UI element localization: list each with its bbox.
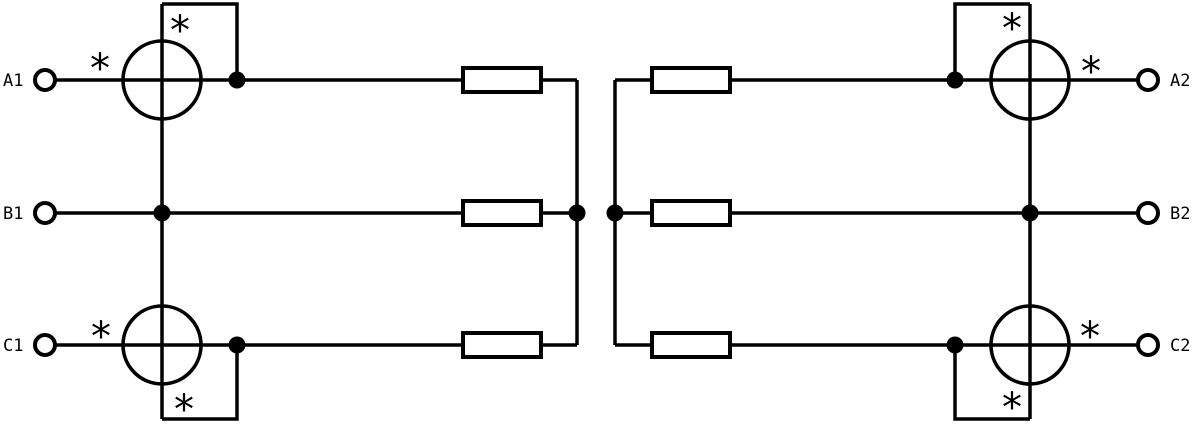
wire-voltage-loop-right-top bbox=[953, 2, 1030, 80]
wire-voltage-loop-right-bottom bbox=[953, 345, 1030, 421]
junction-dot-b2 bbox=[1021, 204, 1039, 222]
load-resistor-right-b bbox=[650, 199, 732, 227]
junction-dot-star-right bbox=[606, 204, 624, 222]
load-resistor-left-a bbox=[461, 66, 543, 94]
junction-dot-c1 bbox=[228, 336, 246, 354]
terminal-a2 bbox=[1136, 68, 1160, 92]
wire-voltage-loop-left-top bbox=[162, 2, 239, 80]
wire-voltage-loop-left-bottom bbox=[162, 345, 239, 421]
junction-dot-a1 bbox=[228, 71, 246, 89]
wattmeter-right-top-symbol bbox=[989, 39, 1071, 121]
terminal-c2 bbox=[1136, 333, 1160, 357]
wattmeter-right-bottom-symbol bbox=[989, 304, 1071, 386]
polarity-mark-left-bottom-loop: * bbox=[174, 387, 194, 433]
polarity-mark-right-top-loop: * bbox=[1002, 6, 1022, 52]
load-resistor-left-c bbox=[461, 331, 543, 359]
terminal-label-a1: A1 bbox=[3, 71, 23, 91]
terminal-c1 bbox=[33, 333, 57, 357]
junction-dot-a2 bbox=[946, 71, 964, 89]
polarity-mark-left-top-loop: * bbox=[170, 8, 190, 54]
junction-dot-c2 bbox=[946, 336, 964, 354]
terminal-label-a2: A2 bbox=[1170, 71, 1190, 91]
terminal-label-c1: C1 bbox=[3, 336, 23, 356]
polarity-mark-a2-line: * bbox=[1081, 49, 1101, 95]
wattmeter-left-bottom-symbol bbox=[121, 304, 203, 386]
terminal-b1 bbox=[33, 201, 57, 225]
terminal-b2 bbox=[1136, 201, 1160, 225]
terminal-a1 bbox=[33, 68, 57, 92]
polarity-mark-c1-line: * bbox=[91, 314, 111, 360]
terminal-label-b1: B1 bbox=[3, 204, 23, 224]
load-resistor-right-c bbox=[650, 331, 732, 359]
load-resistor-left-b bbox=[461, 199, 543, 227]
load-resistor-right-a bbox=[650, 66, 732, 94]
polarity-mark-right-bottom-loop: * bbox=[1002, 385, 1022, 431]
wattmeter-left-top-symbol bbox=[121, 39, 203, 121]
polarity-mark-c2-line: * bbox=[1080, 314, 1100, 360]
junction-dot-b1 bbox=[153, 204, 171, 222]
junction-dot-star-left bbox=[568, 204, 586, 222]
terminal-label-c2: C2 bbox=[1170, 336, 1190, 356]
polarity-mark-a1-line: * bbox=[90, 46, 110, 92]
terminal-label-b2: B2 bbox=[1170, 204, 1190, 224]
